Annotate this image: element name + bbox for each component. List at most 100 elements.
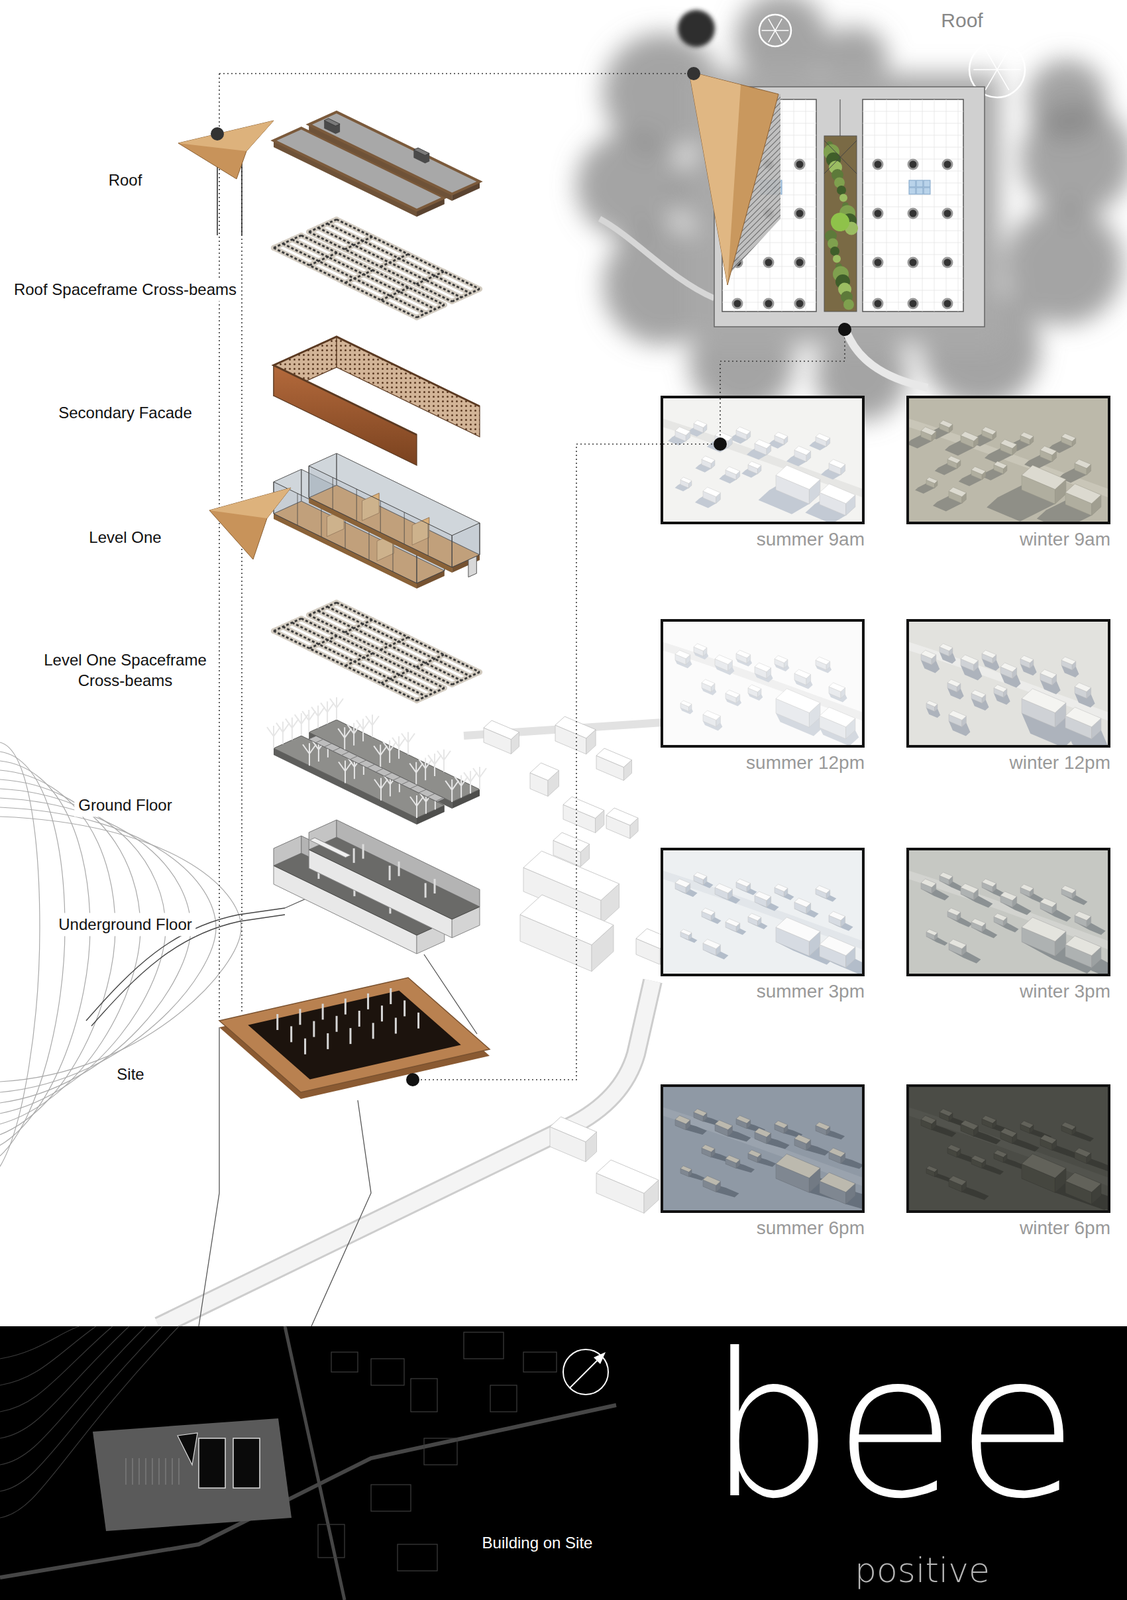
timber-canopy-face	[178, 120, 274, 152]
shadow-study-panel: winter 12pm	[906, 618, 1111, 774]
site-pile	[389, 987, 392, 1004]
mullion	[345, 516, 346, 549]
label-holder: Roof	[936, 5, 987, 35]
board-subtitle: positive	[850, 1546, 994, 1595]
tree-branch	[775, 18, 782, 31]
dotted-leader	[219, 72, 694, 75]
context-building-roof	[553, 832, 590, 853]
mullion	[392, 539, 394, 572]
rooftop-unit-top	[413, 147, 430, 156]
stair-tread	[384, 772, 392, 776]
map-caption: Building on Site	[478, 1530, 597, 1554]
massing-roof	[920, 1115, 937, 1124]
panel-caption: winter 9am	[906, 528, 1111, 551]
massing-roof	[815, 656, 831, 665]
truss-web	[309, 635, 338, 648]
context-building-roof	[596, 1159, 659, 1193]
massing-roof	[939, 1108, 953, 1116]
massing-roof	[1061, 433, 1076, 442]
timber-canopy-face	[209, 487, 291, 519]
stair-tread	[358, 759, 366, 764]
massing-roof	[774, 883, 788, 892]
skylight-pane	[916, 187, 923, 195]
massing-roof	[815, 433, 831, 442]
site-pile	[276, 1013, 279, 1030]
foliage-mass	[1003, 205, 1124, 325]
map-parking-stripe	[165, 1457, 167, 1485]
render-ground	[909, 621, 1108, 745]
map-site	[92, 1417, 292, 1531]
tree-column	[445, 779, 459, 802]
massing-roof	[948, 710, 966, 720]
truss-web	[416, 271, 444, 285]
massing-roof	[960, 1119, 978, 1129]
tree-column	[347, 722, 361, 746]
massing-roof	[819, 483, 856, 504]
massing-roof	[725, 918, 741, 927]
ground-slab	[308, 719, 480, 802]
tree-branch	[985, 69, 998, 91]
map-parcel	[397, 1543, 438, 1571]
map-parcel	[490, 1384, 517, 1412]
truss-chord	[318, 610, 462, 681]
map-parcel	[424, 1437, 458, 1465]
tree-canopy	[677, 9, 715, 48]
map-parking-stripe	[125, 1457, 127, 1485]
truss-web	[318, 610, 462, 681]
tree-column	[409, 761, 423, 785]
map-parking-stripe	[132, 1457, 134, 1485]
massing-roof	[1065, 706, 1102, 727]
context-building-roof	[520, 894, 614, 945]
plan-column	[873, 159, 883, 169]
map-contour	[0, 1325, 113, 1412]
shadow-study-panel: summer 3pm	[660, 847, 865, 1003]
label-holder: Underground Floor	[54, 912, 196, 936]
tree-column	[276, 721, 290, 745]
truss-web	[416, 304, 445, 318]
massing-roof	[971, 689, 986, 698]
massing-roof	[702, 486, 721, 497]
massing-roof	[754, 891, 772, 901]
tree-column	[267, 725, 281, 749]
massing-roof	[1065, 483, 1102, 504]
tree-column	[373, 744, 387, 767]
massing-roof	[1040, 1134, 1057, 1144]
rooftop-unit	[413, 147, 430, 163]
truss-web	[336, 219, 480, 289]
compass-needle	[569, 1356, 601, 1388]
massing-roof	[960, 883, 978, 893]
plan-column	[908, 159, 918, 169]
stair-tread	[341, 751, 349, 755]
map-building-wing	[233, 1437, 260, 1488]
plan-grid	[722, 278, 817, 279]
stair-tread	[332, 747, 340, 751]
stair-core	[310, 837, 352, 858]
massing-roof	[1000, 891, 1018, 901]
map-parcel	[331, 1351, 358, 1372]
plan-grid	[722, 290, 817, 291]
plan-column	[908, 208, 918, 218]
massing-roof	[1020, 883, 1034, 892]
tree-branch	[761, 29, 776, 32]
label-holder: Ground Floor	[74, 793, 176, 817]
site-pile	[312, 1020, 315, 1037]
site-pile	[298, 1008, 301, 1025]
panel-caption: summer 3pm	[660, 979, 865, 1003]
stair-tread	[375, 768, 383, 772]
truss-web	[451, 288, 480, 302]
truss-web	[308, 614, 452, 685]
massing-roof	[693, 1108, 707, 1116]
massing-roof	[1074, 911, 1092, 921]
label-holder: Roof Spaceframe Cross-beams	[9, 277, 241, 301]
map-parcel	[318, 1523, 345, 1557]
massing-roof	[675, 426, 691, 436]
truss-web	[273, 235, 302, 248]
map-building-wing	[198, 1437, 226, 1488]
massing-roof	[1000, 439, 1018, 449]
label-holder: positive	[850, 1546, 994, 1595]
truss-web	[273, 618, 302, 631]
context-building-roof	[523, 850, 620, 900]
massing-roof	[926, 1165, 938, 1172]
massing-roof	[971, 466, 986, 475]
massing-roof	[939, 871, 953, 880]
